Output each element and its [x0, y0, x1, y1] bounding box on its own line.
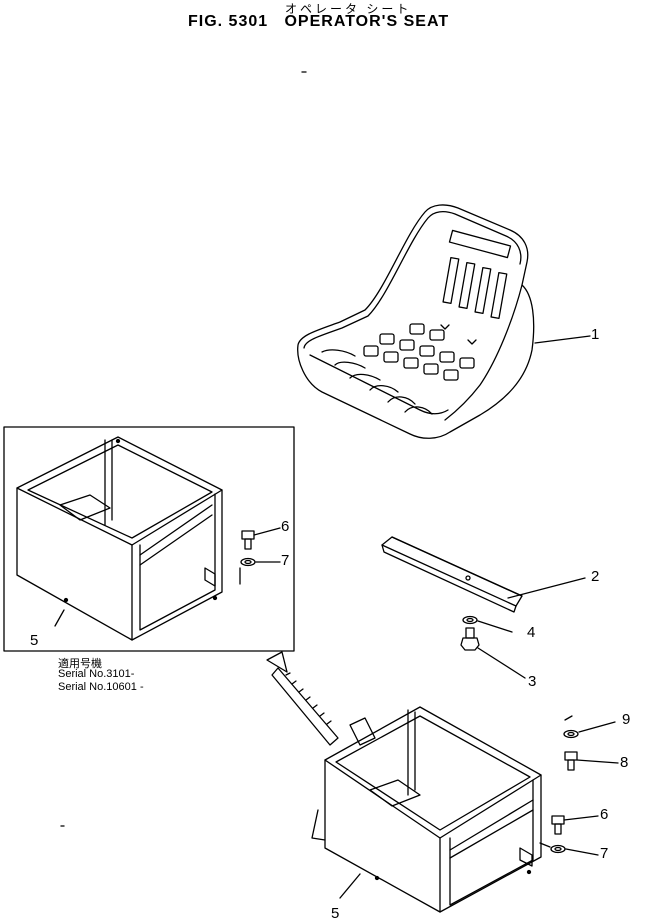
leader-7	[565, 848, 599, 856]
main-bolts-washers-drawing	[539, 715, 579, 854]
leader-4	[477, 620, 513, 633]
serial-range-2: Serial No.10601 -	[58, 681, 144, 693]
arrow-to-inset	[266, 651, 339, 746]
callout-4: 4	[527, 624, 536, 641]
leader-1	[534, 335, 591, 344]
callout-7-inset: 7	[281, 552, 290, 569]
washer-drawing	[462, 615, 478, 625]
leader-9	[578, 721, 616, 733]
main-seat-box-drawing	[311, 706, 542, 913]
callout-5-main: 5	[331, 905, 340, 922]
callout-5-inset: 5	[30, 632, 39, 649]
leader-5	[339, 873, 361, 899]
inset-frame	[3, 426, 295, 652]
leader-3	[477, 647, 526, 679]
inset-seat-box-drawing	[16, 436, 223, 641]
leader-2	[507, 577, 586, 599]
leader-8	[576, 759, 619, 764]
inset-bolt-washer-drawing	[239, 530, 256, 585]
bolt-drawing	[460, 627, 480, 651]
callout-3: 3	[528, 673, 537, 690]
callout-9-main: 9	[622, 711, 631, 728]
figure-title: FIG. 5301 OPERATOR'S SEAT	[188, 13, 450, 30]
applicability-label-japanese: 適用号機	[58, 658, 102, 670]
callout-8-main: 8	[620, 754, 629, 771]
figure-title-japanese: オペレータ シート	[285, 2, 412, 16]
seat-rail-drawing	[381, 536, 523, 613]
seat-drawing	[297, 204, 535, 439]
callout-1: 1	[591, 326, 600, 343]
callout-7-main: 7	[600, 845, 609, 862]
callout-2: 2	[591, 568, 600, 585]
serial-range-1: Serial No.3101-	[58, 668, 135, 680]
callout-6-inset: 6	[281, 518, 290, 535]
callout-6-main: 6	[600, 806, 609, 823]
leader-6	[563, 815, 599, 821]
